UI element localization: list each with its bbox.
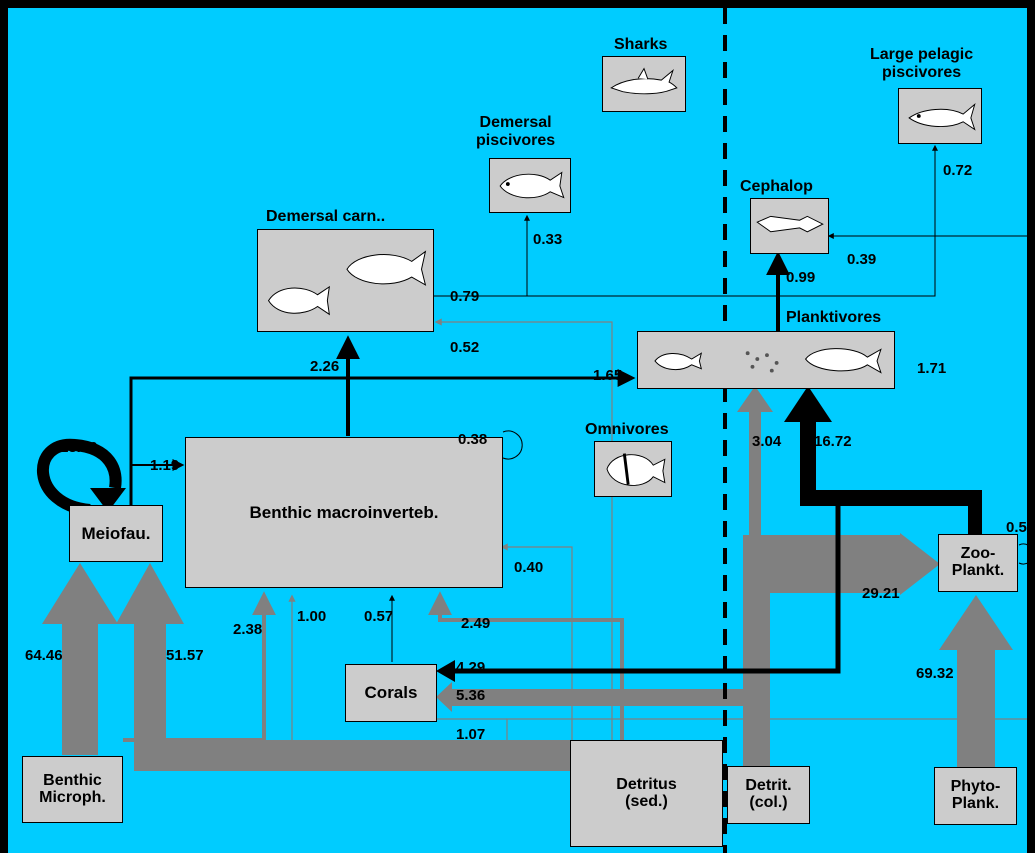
demersal-carn-box (257, 229, 434, 332)
flow-label: 29.21 (862, 586, 900, 601)
sharks-box (602, 56, 686, 112)
flow-label: 2.38 (233, 622, 262, 637)
flow-label: 1.00 (297, 609, 326, 624)
flow-label: 1.07 (456, 727, 485, 742)
flow-label: 3.04 (752, 434, 781, 449)
zooplankton-line-2: Plankt. (952, 562, 1004, 579)
butterflyfish-icon (595, 442, 671, 496)
flow-label: 16.72 (814, 434, 852, 449)
detritus-sed-label: Detritus(sed.) (616, 777, 676, 811)
zooplankton-label: Zoo-Plankt. (952, 546, 1004, 580)
flow-label: 0.79 (450, 289, 479, 304)
benthic-microph-line-2: Microph. (39, 789, 106, 806)
benthic-macro-box: Benthic macroinverteb. (185, 437, 503, 588)
planktivores-title: Planktivores (786, 309, 881, 327)
detritus-sed-box: Detritus(sed.) (570, 740, 723, 847)
flow-label: 51.57 (166, 648, 204, 663)
demersal-pisc-title: Demersal piscivores (476, 114, 555, 149)
omnivores-box (594, 441, 672, 497)
benthic-microph-line-1: Benthic (43, 772, 102, 789)
phytoplankton-box: Phyto-Plank. (934, 767, 1017, 825)
flow-label: 0.72 (943, 163, 972, 178)
flow-label: 5.36 (456, 688, 485, 703)
phytoplankton-label: Phyto-Plank. (951, 779, 1001, 813)
planktivore-fish-icon (638, 332, 894, 388)
demersal-pisc-line-1: Demersal (480, 114, 552, 131)
squid-icon (751, 199, 828, 253)
detrit-col-label: Detrit.(col.) (745, 778, 791, 812)
flow-label: 0.99 (786, 270, 815, 285)
omnivores-title: Omnivores (585, 421, 669, 439)
flow-label: 0.52 (450, 340, 479, 355)
demersal-pisc-box (489, 158, 571, 213)
flow-label: 13.89 (60, 440, 98, 455)
large-pelagic-title: Large pelagic piscivores (870, 46, 973, 81)
detrit-col-line-2: (col.) (749, 794, 787, 811)
cephalop-title: Cephalop (740, 178, 813, 196)
flow-label: 69.32 (916, 666, 954, 681)
detrit-col-line-1: Detrit. (745, 777, 791, 794)
phytoplankton-line-2: Plank. (952, 795, 999, 812)
flow-label: 1.71 (917, 361, 946, 376)
flow-label: 0.40 (514, 560, 543, 575)
grouper-icon (490, 159, 570, 212)
large-pelagic-line-2: piscivores (882, 64, 961, 81)
flow-label: 64.46 (25, 648, 63, 663)
detritus-sed-line-1: Detritus (616, 776, 676, 793)
tuna-icon (899, 89, 981, 143)
sharks-title: Sharks (614, 36, 667, 54)
demersal-carn-title: Demersal carn.. (266, 208, 385, 226)
flow-label: 4.29 (456, 660, 485, 675)
detritus-sed-line-2: (sed.) (625, 793, 668, 810)
large-pelagic-line-1: Large pelagic (870, 46, 973, 63)
flow-label: 0.38 (458, 432, 487, 447)
flow-label: 1.65 (593, 368, 622, 383)
cephalop-box (750, 198, 829, 254)
detrit-col-box: Detrit.(col.) (727, 766, 810, 824)
flow-label: 0.39 (847, 252, 876, 267)
corals-box: Corals (345, 664, 437, 722)
flow-label: 2.49 (461, 616, 490, 631)
snapper-icon (258, 230, 433, 331)
phytoplankton-line-1: Phyto- (951, 778, 1001, 795)
zooplankton-box: Zoo-Plankt. (938, 534, 1018, 592)
planktivores-box (637, 331, 895, 389)
flow-label: 2.26 (310, 359, 339, 374)
flow-label: 0.33 (533, 232, 562, 247)
meiofau-box: Meiofau. (69, 505, 163, 562)
flow-label: 0.5 (1006, 520, 1027, 535)
flow-label: 1.19 (150, 458, 179, 473)
flow-label: 0.57 (364, 609, 393, 624)
zooplankton-line-1: Zoo- (961, 545, 996, 562)
large-pelagic-box (898, 88, 982, 144)
demersal-pisc-line-2: piscivores (476, 132, 555, 149)
shark-icon (603, 57, 685, 111)
